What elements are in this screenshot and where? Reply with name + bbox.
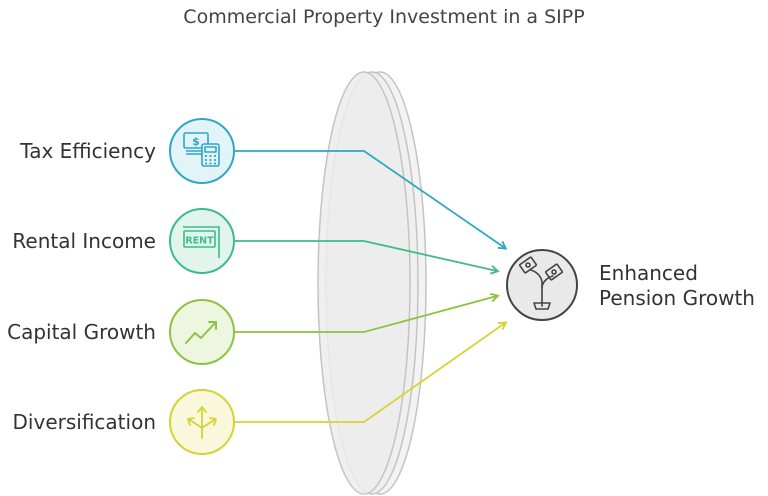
rent-sign-icon: RENT <box>183 226 220 258</box>
outcome-label-line-2: Pension Growth <box>599 286 755 310</box>
money-calculator-icon: $ <box>183 132 220 167</box>
money-plant-icon <box>518 256 564 310</box>
outcome-label-line-1: Enhanced <box>599 261 698 285</box>
input-node-diversification <box>169 389 235 455</box>
trend-up-icon <box>185 321 217 344</box>
connector-capital-growth <box>235 292 500 333</box>
svg-text:RENT: RENT <box>185 236 214 247</box>
input-label-capital-growth: Capital Growth <box>7 320 156 344</box>
outcome-node <box>506 249 578 321</box>
input-label-tax-efficiency: Tax Efficiency <box>20 139 156 163</box>
input-node-rental-income: RENT <box>169 208 235 274</box>
connector-tax-efficiency <box>235 150 508 250</box>
lens <box>317 71 427 495</box>
connector-diversification <box>235 321 508 423</box>
input-label-rental-income: Rental Income <box>12 229 156 253</box>
split-arrows-icon <box>187 406 217 439</box>
connector-rental-income <box>235 240 500 275</box>
svg-text:$: $ <box>192 135 200 148</box>
diagram-title: Commercial Property Investment in a SIPP <box>183 6 585 28</box>
input-node-tax-efficiency: $ <box>169 118 235 184</box>
outcome-label: Enhanced Pension Growth <box>599 261 755 311</box>
input-label-diversification: Diversification <box>12 410 156 434</box>
input-node-capital-growth <box>169 299 235 365</box>
